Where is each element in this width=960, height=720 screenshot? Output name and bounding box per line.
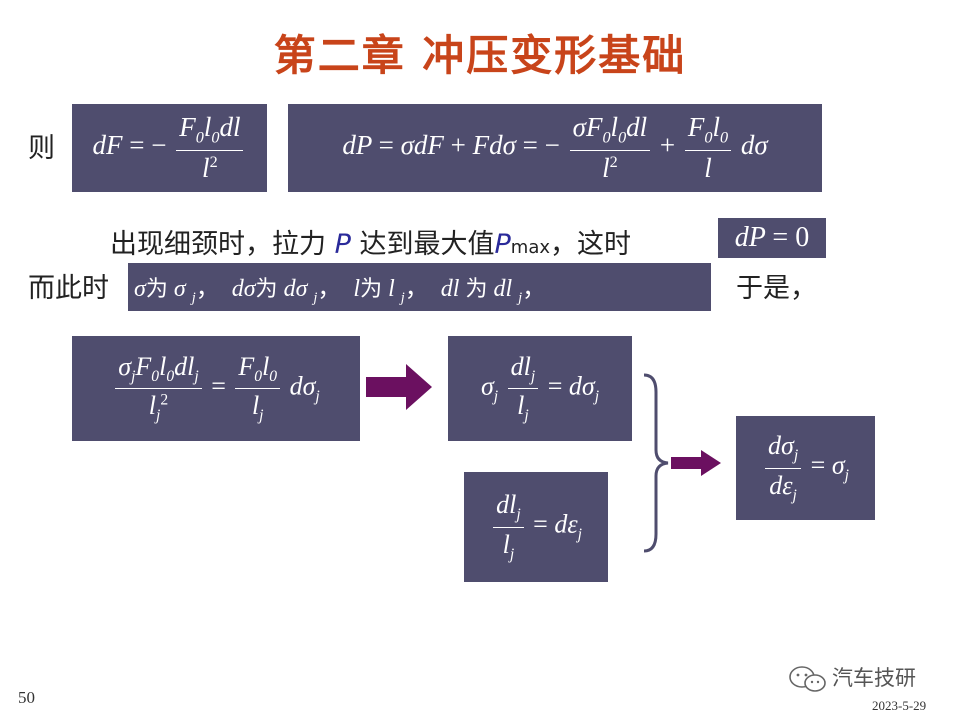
arrow-right-small-icon: [671, 450, 721, 476]
curly-brace-icon: [643, 373, 669, 553]
wechat-icon: [789, 666, 826, 692]
watermark-text: 汽车技研: [832, 666, 916, 690]
formula-dP-zero: dP = 0: [718, 218, 826, 258]
label-ercishi: 而此时: [28, 273, 109, 304]
label-yushi: 于是，: [736, 273, 817, 304]
arrow-right-icon: [366, 364, 432, 410]
slide-title: 第二章 冲压变形基础: [273, 31, 687, 80]
label-ze: 则: [28, 133, 55, 164]
substitution-box: σ为 σ j， dσ为 dσ j， l为 l j， dl 为 dl j，: [128, 263, 711, 311]
slide-date: 2023-5-29: [872, 698, 927, 713]
page-number: 50: [18, 688, 35, 707]
line2-text: 出现细颈时，拉力 P 达到最大值Pmax，这时: [110, 229, 631, 260]
